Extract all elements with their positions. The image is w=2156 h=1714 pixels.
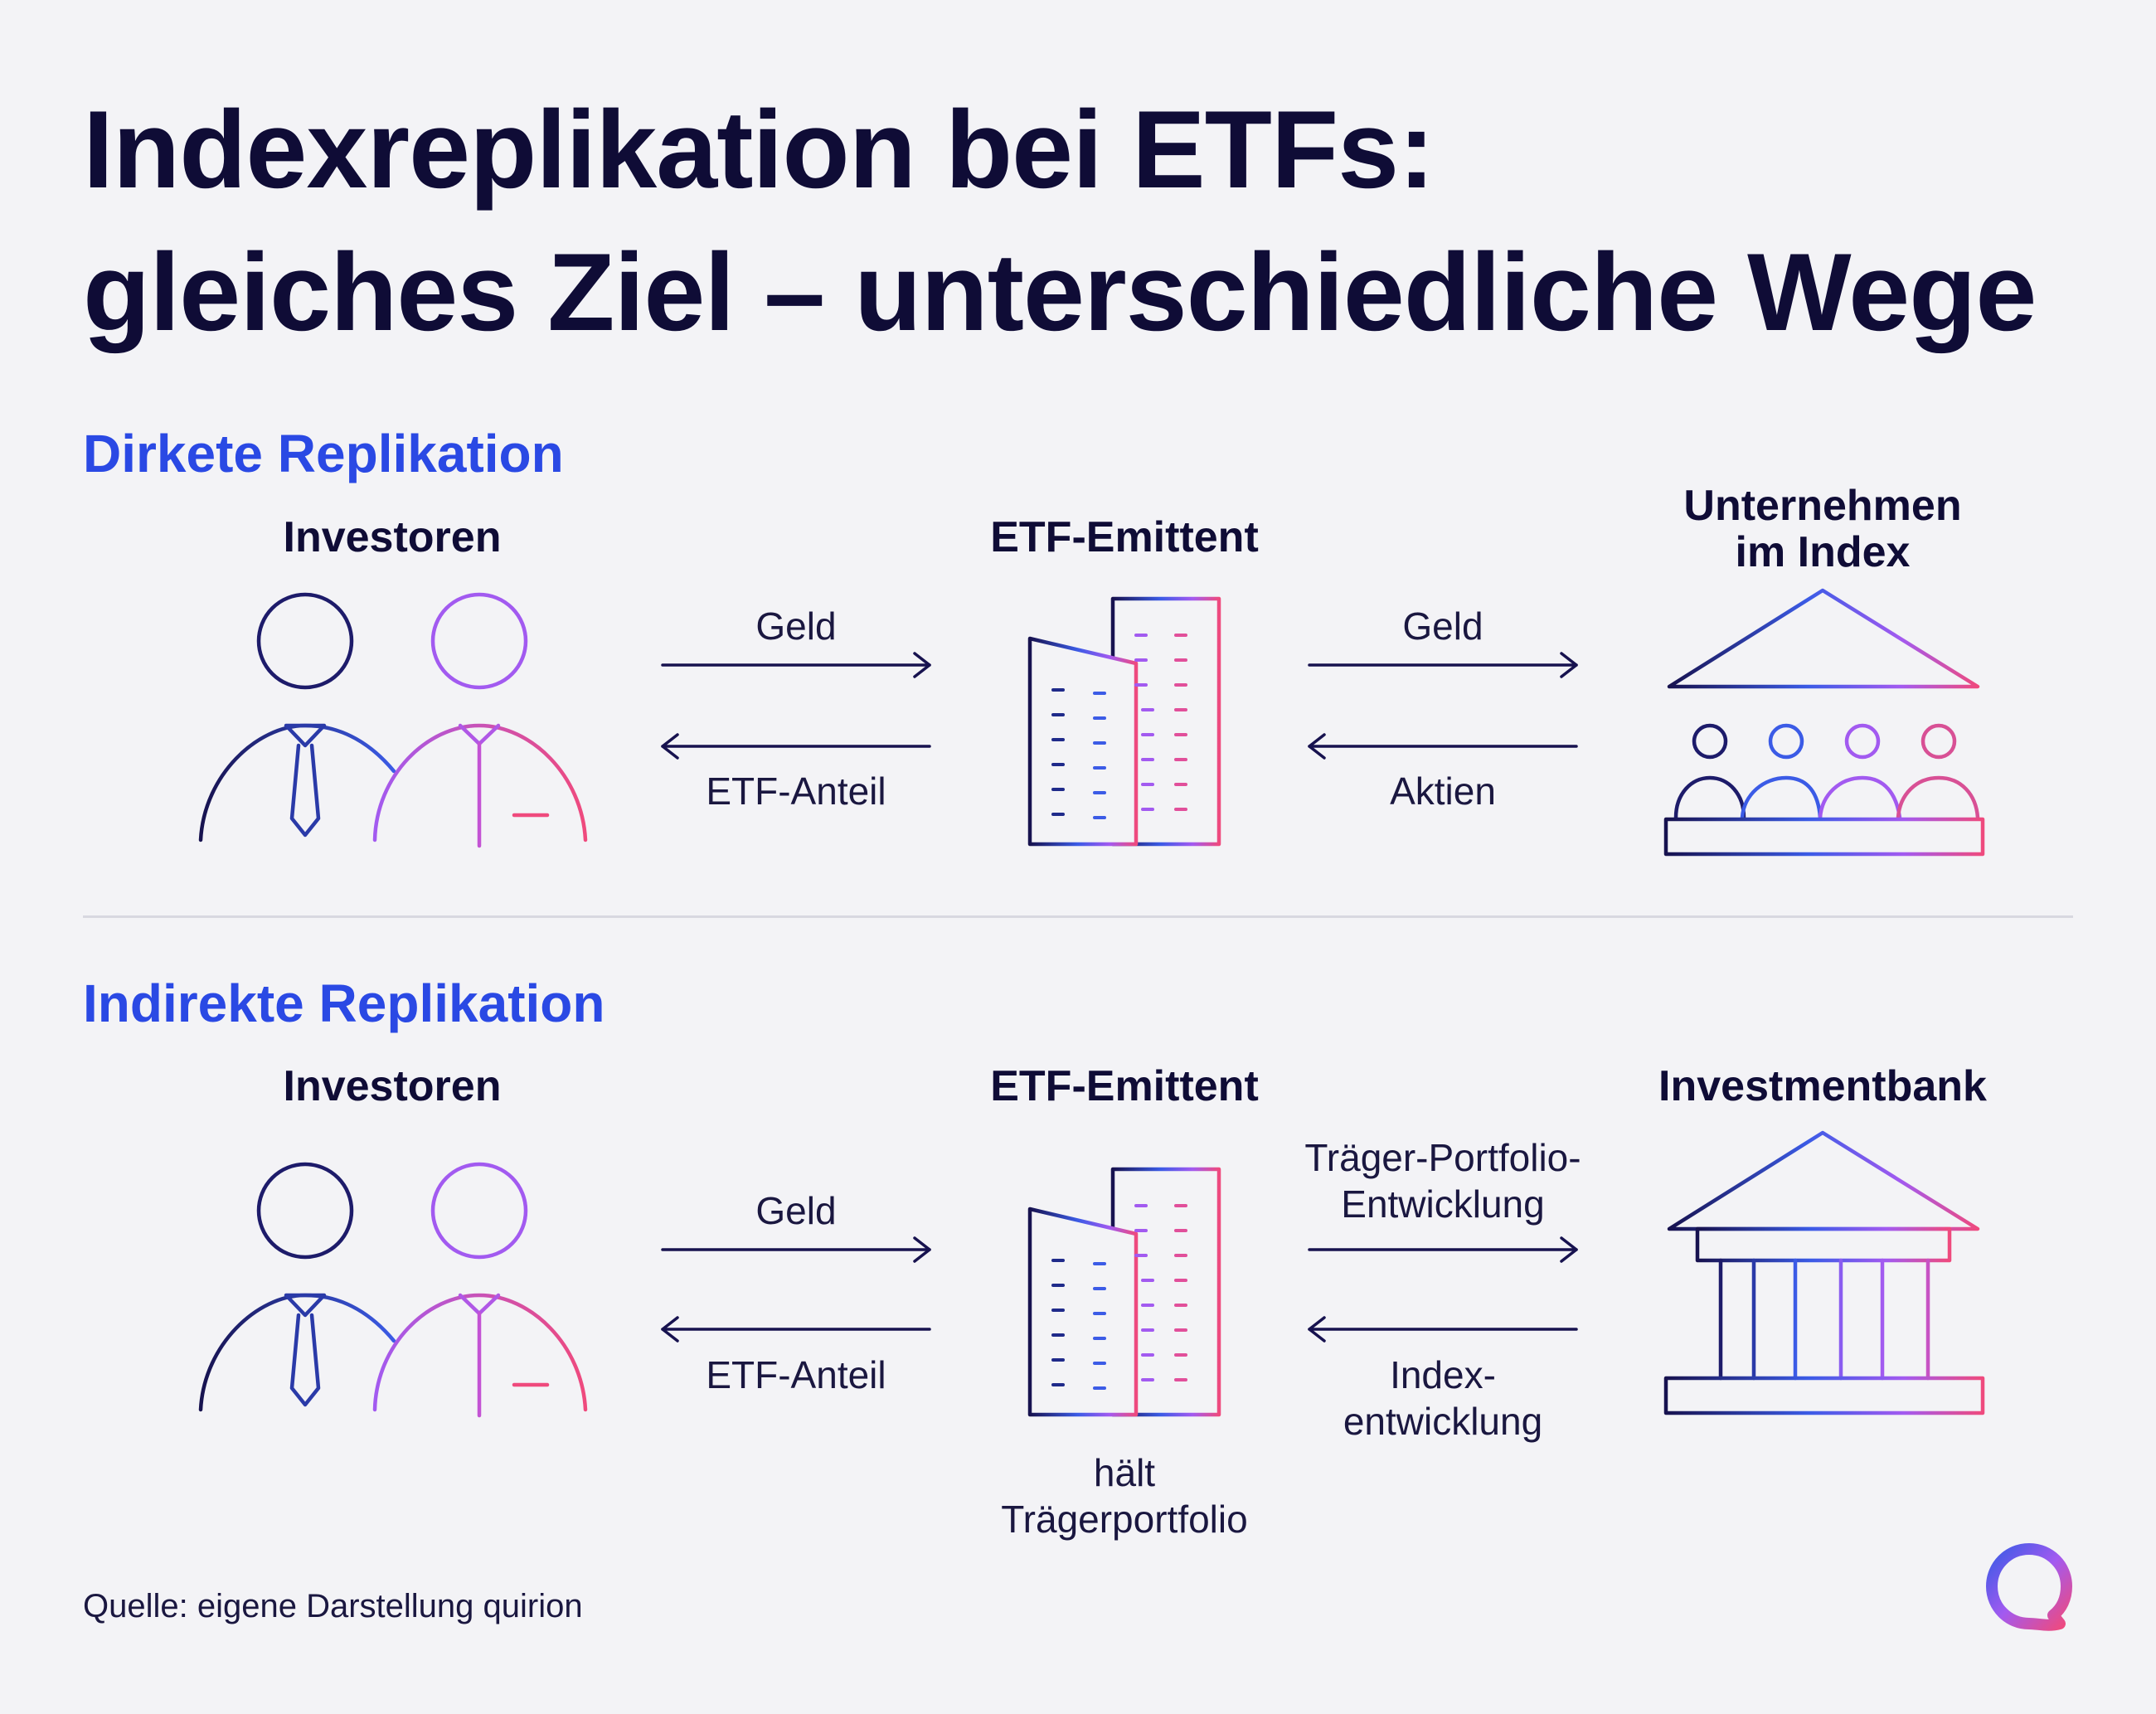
indirect-arrow2-top-line-1: Träger-Portfolio-	[1304, 1136, 1581, 1179]
section-divider	[83, 915, 2073, 918]
page-title: Indexreplikation bei ETFs: gleiches Ziel…	[83, 79, 2115, 364]
office-building-icon	[1027, 596, 1221, 847]
indirect-arrow1-bottom-label: ETF-Anteil	[706, 1353, 886, 1396]
index-companies-icon	[1663, 588, 1985, 857]
investors-icon	[198, 592, 588, 848]
direct-arrow2-bottom-label: Aktien	[1390, 770, 1496, 813]
indirect-arrow2-bottom-line-2: entwicklung	[1343, 1400, 1543, 1443]
indirect-arrow2-top-line-2: Entwicklung	[1341, 1182, 1545, 1226]
direct-investors-label: Investoren	[283, 513, 502, 561]
arrow-right-icon	[1308, 1236, 1578, 1263]
arrow-right-icon	[661, 652, 931, 678]
direct-companies-label-line-1: Unternehmen	[1683, 482, 1962, 530]
direct-arrow2-top-label: Geld	[1402, 605, 1483, 648]
indirect-arrow1-top-label: Geld	[755, 1189, 837, 1232]
quirion-logo	[1986, 1543, 2072, 1631]
direct-issuer-label: ETF-Emittent	[990, 513, 1259, 561]
direct-replication-heading: Dirkete Replikation	[83, 424, 564, 483]
indirect-arrow2-bottom-label: Index- entwicklung	[1269, 1352, 1617, 1445]
indirect-arrow2-bottom-line-1: Index-	[1390, 1353, 1496, 1396]
issuer-note-line-2: Trägerportfolio	[1001, 1498, 1248, 1541]
source-note: Quelle: eigene Darstellung quirion	[83, 1588, 583, 1624]
bank-icon	[1663, 1130, 1985, 1415]
indirect-arrow2-top-label: Träger-Portfolio- Entwicklung	[1269, 1134, 1617, 1227]
arrow-left-icon	[661, 1316, 931, 1343]
title-line-1: Indexreplikation bei ETFs:	[83, 89, 1435, 211]
arrow-right-icon	[1308, 652, 1578, 678]
arrow-left-icon	[1308, 733, 1578, 760]
office-building-icon	[1027, 1167, 1221, 1417]
direct-arrow1-bottom-label: ETF-Anteil	[706, 770, 886, 813]
direct-companies-label-line-2: im Index	[1735, 528, 1911, 576]
indirect-bank-label: Investmentbank	[1658, 1062, 1987, 1110]
indirect-replication-heading: Indirekte Replikation	[83, 974, 605, 1033]
issuer-note: hält Trägerportfolio	[950, 1449, 1299, 1542]
arrow-left-icon	[1308, 1316, 1578, 1343]
investors-icon	[198, 1162, 588, 1418]
indirect-issuer-label: ETF-Emittent	[990, 1062, 1259, 1110]
direct-arrow1-top-label: Geld	[755, 605, 837, 648]
title-line-2: gleiches Ziel – unterschiedliche Wege	[83, 231, 2037, 354]
arrow-left-icon	[661, 733, 931, 760]
arrow-right-icon	[661, 1236, 931, 1263]
issuer-note-line-1: hält	[1093, 1451, 1156, 1494]
direct-companies-label: Unternehmen im Index	[1574, 483, 2071, 575]
indirect-investors-label: Investoren	[283, 1062, 502, 1110]
